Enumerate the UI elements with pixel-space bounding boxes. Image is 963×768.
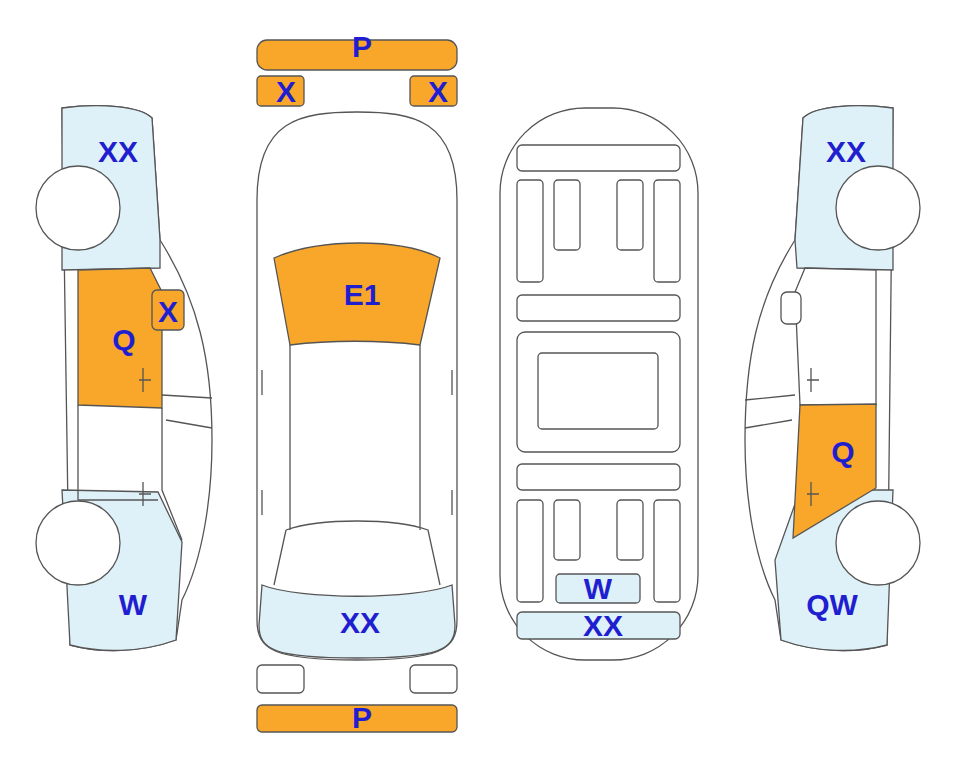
- right-rear-wheel: [836, 501, 920, 585]
- left-front-wheel: [36, 166, 120, 250]
- damage-code: XX: [338, 608, 382, 638]
- damage-code: X: [156, 297, 180, 327]
- right-quarter-window: [781, 292, 801, 324]
- left-front-door: [78, 268, 162, 408]
- damage-code: E1: [342, 280, 383, 310]
- under-part: [517, 145, 680, 171]
- under-part: [617, 180, 643, 250]
- damage-code: XX: [96, 137, 140, 167]
- damage-code: XX: [581, 611, 625, 641]
- under-part: [554, 180, 580, 250]
- damage-code: X: [274, 77, 298, 107]
- damage-code-text: XX: [826, 137, 866, 167]
- damage-code: Q: [829, 437, 856, 467]
- damage-code-text: Q: [112, 325, 135, 355]
- damage-code-text: X: [276, 77, 296, 107]
- damage-code-text: P: [352, 703, 372, 733]
- damage-code-text: XX: [583, 611, 623, 641]
- left-tail-lamp: [257, 665, 304, 693]
- right-door-handles: [807, 368, 819, 506]
- damage-code-text: E1: [344, 280, 381, 310]
- windshield: [274, 243, 440, 345]
- door-handles-top: [262, 370, 452, 515]
- damage-code: Q: [110, 325, 137, 355]
- top-body: [257, 112, 457, 660]
- left-mirror: [257, 76, 304, 106]
- cabin-lines: [274, 345, 440, 585]
- damage-code: XX: [824, 137, 868, 167]
- damage-code: P: [350, 32, 374, 62]
- damage-code-text: P: [352, 32, 372, 62]
- under-part: [517, 180, 543, 282]
- under-part: [517, 464, 680, 490]
- left-quarter-window: [152, 290, 184, 330]
- damage-code: QW: [804, 590, 860, 620]
- right-front-wheel: [836, 166, 920, 250]
- damage-code-text: W: [119, 590, 147, 620]
- right-front-door: [795, 268, 876, 405]
- damage-code-text: XX: [98, 137, 138, 167]
- under-part: [517, 295, 680, 321]
- damage-code-text: Q: [831, 437, 854, 467]
- under-part: [654, 500, 680, 602]
- damage-code: X: [426, 77, 450, 107]
- damage-code-text: QW: [806, 590, 858, 620]
- rear-deck: [259, 585, 455, 658]
- damage-code: P: [350, 703, 374, 733]
- damage-code: W: [582, 574, 614, 604]
- damage-code: W: [117, 590, 149, 620]
- under-part: [517, 500, 543, 602]
- under-part: [517, 332, 680, 452]
- left-rear-wheel: [36, 501, 120, 585]
- under-part: [654, 180, 680, 282]
- underside-body: [500, 108, 698, 660]
- spare-well: [556, 574, 640, 603]
- right-door-lines: [745, 395, 795, 428]
- damage-code-text: X: [158, 297, 178, 327]
- right-tail-lamp: [410, 665, 457, 693]
- damage-code-text: W: [584, 574, 612, 604]
- right-mirror: [410, 76, 457, 106]
- left-door-handles: [139, 368, 151, 506]
- under-part: [554, 500, 580, 560]
- damage-code-text: XX: [340, 608, 380, 638]
- under-part: [617, 500, 643, 560]
- under-part: [538, 353, 658, 429]
- damage-code-text: X: [428, 77, 448, 107]
